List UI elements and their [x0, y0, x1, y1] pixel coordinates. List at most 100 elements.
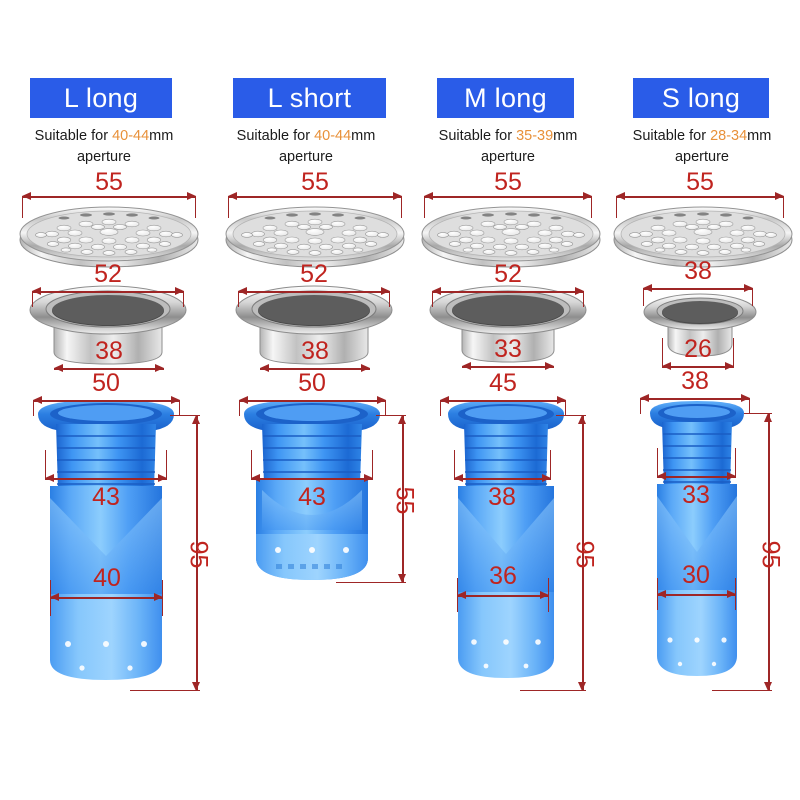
- dim-ext-bottom: [130, 690, 200, 692]
- dim-arrow-left: [260, 364, 269, 372]
- dim-arrow-right: [542, 474, 551, 482]
- dim-arrow-right: [158, 474, 167, 482]
- dim-line-38-s-long: [643, 288, 753, 290]
- product-column-l-short: L short Suitable for 40-44mm aperture: [214, 0, 419, 800]
- aperture-subtitle-s-long: Suitable for 28-34mm aperture: [604, 126, 800, 168]
- dim-ext-bottom: [336, 582, 406, 584]
- drain-cup-s-long: [643, 293, 757, 357]
- aperture-range: 35-39: [516, 128, 554, 144]
- subtitle-prefix: Suitable for: [236, 128, 315, 144]
- dim-ext-top: [376, 415, 406, 417]
- dim-value-trap-flange-s-long: 38: [681, 367, 709, 395]
- dim-ext-right: [749, 398, 751, 414]
- dim-line-height-95-s-long: [768, 413, 770, 691]
- dim-arrow-left: [228, 192, 237, 200]
- dim-ext-left: [640, 398, 642, 414]
- dim-ext-right: [583, 291, 585, 307]
- dim-ext-left: [228, 196, 230, 218]
- dim-arrow-left: [424, 192, 433, 200]
- dim-ext-left: [45, 450, 47, 478]
- dim-arrow-right: [775, 192, 784, 200]
- subtitle-prefix: Suitable for: [438, 128, 517, 144]
- dim-value-trap-base-m-long: 36: [489, 562, 517, 590]
- dim-ext-right: [372, 450, 374, 478]
- dim-ext-right: [548, 578, 550, 612]
- dim-line-55-s-long: [616, 196, 784, 198]
- dim-line-55-m-long: [424, 196, 592, 198]
- dim-arrow-right: [727, 590, 736, 598]
- dim-arrow-left: [657, 590, 666, 598]
- dim-arrow-up: [764, 413, 772, 422]
- dim-arrow-left: [54, 364, 63, 372]
- dim-value-cup-flange-l-long: 52: [94, 260, 122, 288]
- trap-body-l-long: [38, 400, 174, 680]
- dim-line-45-m-long: [440, 400, 566, 402]
- dim-line-38-l-short: [260, 368, 370, 370]
- dim-arrow-right: [575, 287, 584, 295]
- dim-line-52-l-long: [32, 291, 184, 293]
- aperture-range: 40-44: [314, 128, 352, 144]
- dim-ext-top: [556, 415, 586, 417]
- strainer-plate-l-short: [225, 206, 405, 268]
- dim-arrow-down: [192, 682, 200, 691]
- dim-ext-left: [432, 291, 434, 307]
- product-badge-l-short: L short: [233, 78, 386, 118]
- dim-ext-right: [401, 196, 403, 218]
- dim-line-43-l-long: [45, 478, 167, 480]
- dim-arrow-left: [640, 394, 649, 402]
- dim-arrow-right: [727, 472, 736, 480]
- subtitle-unit: mm: [553, 128, 578, 144]
- dim-arrow-left: [50, 593, 59, 601]
- dim-line-55-l-long: [22, 196, 196, 198]
- dim-ext-right: [385, 400, 387, 416]
- dim-ext-right: [591, 196, 593, 218]
- trap-body-s-long: [650, 401, 744, 676]
- dim-arrow-right: [187, 192, 196, 200]
- dim-value-cup-flange-s-long: 38: [684, 257, 712, 285]
- dim-arrow-right: [725, 362, 734, 370]
- dim-line-38-trap-s-long: [640, 398, 750, 400]
- dim-arrow-left: [454, 474, 463, 482]
- dim-line-height-95-m-long: [582, 415, 584, 691]
- dim-ext-left: [662, 338, 664, 366]
- dim-ext-right: [550, 450, 552, 478]
- dim-value-trap-flange-l-long: 50: [92, 369, 120, 397]
- subtitle-prefix: Suitable for: [632, 128, 711, 144]
- drain-cup-l-short: [235, 285, 393, 365]
- dim-line-55-l-short: [228, 196, 402, 198]
- subtitle-line2: aperture: [480, 149, 535, 165]
- subtitle-line2: aperture: [674, 149, 729, 165]
- product-column-m-long: M long Suitable for 35-39mm aperture: [414, 0, 606, 800]
- dim-line-38-m-long: [454, 478, 551, 480]
- dim-ext-right: [195, 196, 197, 218]
- strainer-plate-s-long: [613, 206, 793, 268]
- dim-line-43-l-short: [251, 478, 373, 480]
- dim-ext-left: [238, 291, 240, 307]
- dim-ext-left: [50, 580, 52, 616]
- dim-arrow-right: [377, 396, 386, 404]
- dim-arrow-right: [381, 287, 390, 295]
- subtitle-unit: mm: [747, 128, 772, 144]
- dim-line-38-l-long: [54, 368, 164, 370]
- dim-ext-right: [752, 288, 754, 306]
- dim-arrow-left: [45, 474, 54, 482]
- dim-value-trap-height-s-long: 95: [756, 540, 785, 569]
- subtitle-unit: mm: [149, 128, 174, 144]
- aperture-subtitle-l-long: Suitable for 40-44mm aperture: [6, 126, 202, 168]
- dim-ext-right: [166, 450, 168, 478]
- dim-line-33-trap-s-long: [657, 476, 736, 478]
- trap-body-m-long: [448, 400, 564, 678]
- strainer-plate-m-long: [421, 206, 601, 268]
- dim-value-trap-base-s-long: 30: [682, 561, 710, 589]
- dim-arrow-left: [238, 287, 247, 295]
- dim-value-trap-neck-l-long: 43: [92, 483, 120, 511]
- dim-line-40-l-long: [50, 597, 163, 599]
- dim-arrow-right: [175, 287, 184, 295]
- dim-arrow-left: [462, 362, 471, 370]
- dim-arrow-right: [171, 396, 180, 404]
- dim-ext-right: [735, 578, 737, 610]
- dim-ext-right: [783, 196, 785, 218]
- dim-arrow-right: [155, 364, 164, 372]
- dim-arrow-left: [22, 192, 31, 200]
- dim-line-height-55-l-short: [402, 415, 404, 583]
